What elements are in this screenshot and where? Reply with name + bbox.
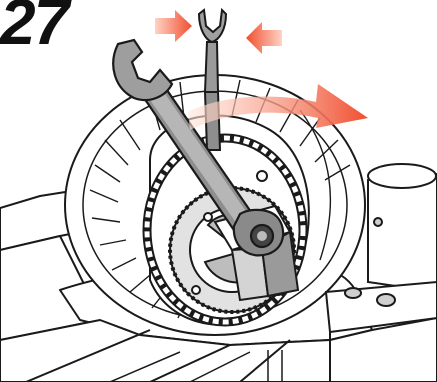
assembly-diagram (0, 0, 437, 382)
illustration: 27 (0, 0, 437, 382)
